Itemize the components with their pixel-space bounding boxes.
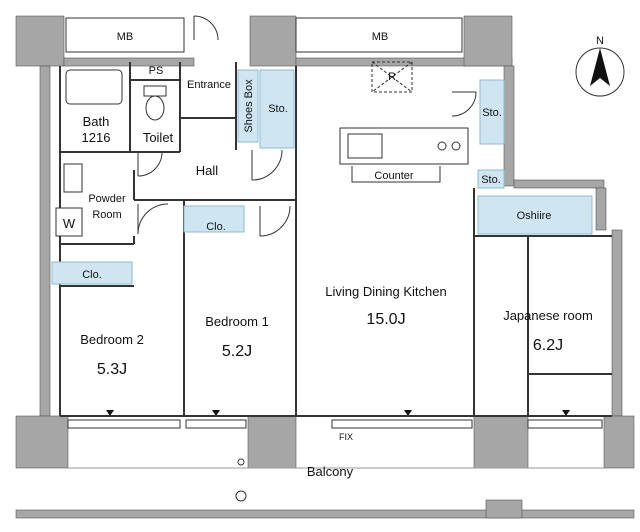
japanese-room-label: Japanese room <box>503 308 593 323</box>
storage-ldk-label: Sto. <box>482 107 502 119</box>
closet-bedroom1-label: Clo. <box>206 221 226 233</box>
oshiire-label: Oshiire <box>517 210 552 222</box>
wall-column <box>15 415 69 469</box>
oshiire <box>477 195 593 235</box>
bathtub <box>65 69 123 105</box>
kitchen <box>339 61 469 183</box>
window-markers <box>106 410 570 416</box>
drain-icon <box>237 458 245 466</box>
ldk-size-label: 15.0J <box>366 311 405 328</box>
storage-ldk <box>479 79 505 145</box>
bedroom1-size-label: 5.2J <box>222 343 252 360</box>
refrigerator-space <box>371 61 413 93</box>
storage-small <box>477 169 505 189</box>
wall-right-step <box>513 179 605 189</box>
storage-entrance-label: Sto. <box>268 103 288 115</box>
window-bedroom1 <box>185 419 247 429</box>
stove-burner-icon <box>451 141 461 151</box>
toilet-door <box>137 151 163 177</box>
wall-right-bottom <box>611 229 623 417</box>
washbasin <box>63 163 83 193</box>
window-bedroom2 <box>67 419 181 429</box>
toilet-icon <box>143 85 167 97</box>
washer-box <box>55 207 83 237</box>
entrance-door <box>193 15 219 41</box>
kitchen-counter <box>339 127 469 165</box>
storage-entrance <box>259 69 295 149</box>
powder-room-label-line1: Powder <box>88 193 126 205</box>
closet-bedroom1 <box>183 205 245 233</box>
windows <box>67 419 603 429</box>
meter-box: MB <box>65 17 185 53</box>
drain-icon <box>235 490 247 502</box>
window-ldk <box>331 419 473 429</box>
storage-areas <box>51 69 593 285</box>
powder-room-label-line2: Room <box>92 209 121 221</box>
closet-bedroom2 <box>51 261 133 285</box>
toilet-bowl-icon <box>145 95 165 121</box>
washer-label: W <box>63 216 76 231</box>
counter-outline <box>351 166 441 183</box>
doors <box>137 15 477 237</box>
fix-label: FIX <box>339 432 353 442</box>
marker-arrow-icon <box>562 410 570 416</box>
north-arrow-icon <box>590 48 610 86</box>
wall-left <box>39 65 51 417</box>
wall-column <box>463 15 513 67</box>
balcony-edge <box>15 509 635 519</box>
compass-north-label: N <box>596 35 604 47</box>
sink-icon <box>347 133 383 159</box>
balcony <box>68 458 604 502</box>
shoes-box-label: Shoes Box <box>243 79 255 133</box>
bath-size-label: 1216 <box>82 130 111 145</box>
wall-right-lower <box>595 187 607 231</box>
marker-arrow-icon <box>212 410 220 416</box>
wall-column <box>485 499 523 519</box>
ldk-door <box>259 205 291 237</box>
ps-label: PS <box>149 65 164 77</box>
japanese-room-size-label: 6.2J <box>533 337 563 354</box>
wall-column <box>603 415 635 469</box>
bedroom2-size-label: 5.3J <box>97 361 127 378</box>
counter-label: Counter <box>374 170 413 182</box>
refrigerator-label: R <box>388 71 396 83</box>
storage-small-label: Sto. <box>481 174 501 186</box>
stove-burner-icon <box>437 141 447 151</box>
bedroom2-label: Bedroom 2 <box>80 332 144 347</box>
wall-column <box>247 415 297 469</box>
shoes-box <box>237 69 259 143</box>
interior-walls <box>59 62 612 417</box>
ldk-label: Living Dining Kitchen <box>325 284 446 299</box>
hall-label: Hall <box>196 163 219 178</box>
bedroom1-label: Bedroom 1 <box>205 314 269 329</box>
wall-column <box>15 15 65 67</box>
meter-box-label: MB <box>117 31 134 43</box>
toilet-label: Toilet <box>143 130 174 145</box>
hall-door <box>251 149 283 181</box>
room-labels: PS Entrance Shoes Box Sto. Bath 1216 Toi… <box>55 65 593 479</box>
meter-box-label: MB <box>372 31 389 43</box>
marker-arrow-icon <box>404 410 412 416</box>
marker-arrow-icon <box>106 410 114 416</box>
bedroom1-door <box>137 203 169 235</box>
meter-box: MB <box>295 17 463 53</box>
sto-door <box>451 91 477 117</box>
bath-label: Bath <box>83 114 110 129</box>
entrance-label: Entrance <box>187 79 231 91</box>
compass: N <box>575 35 625 97</box>
window-japanese <box>527 419 603 429</box>
balcony-label: Balcony <box>307 464 354 479</box>
wall-column <box>249 15 297 67</box>
wall-right-upper <box>503 65 515 187</box>
wall-column <box>473 415 529 469</box>
closet-bedroom2-label: Clo. <box>82 269 102 281</box>
bath-fixtures <box>63 69 167 193</box>
